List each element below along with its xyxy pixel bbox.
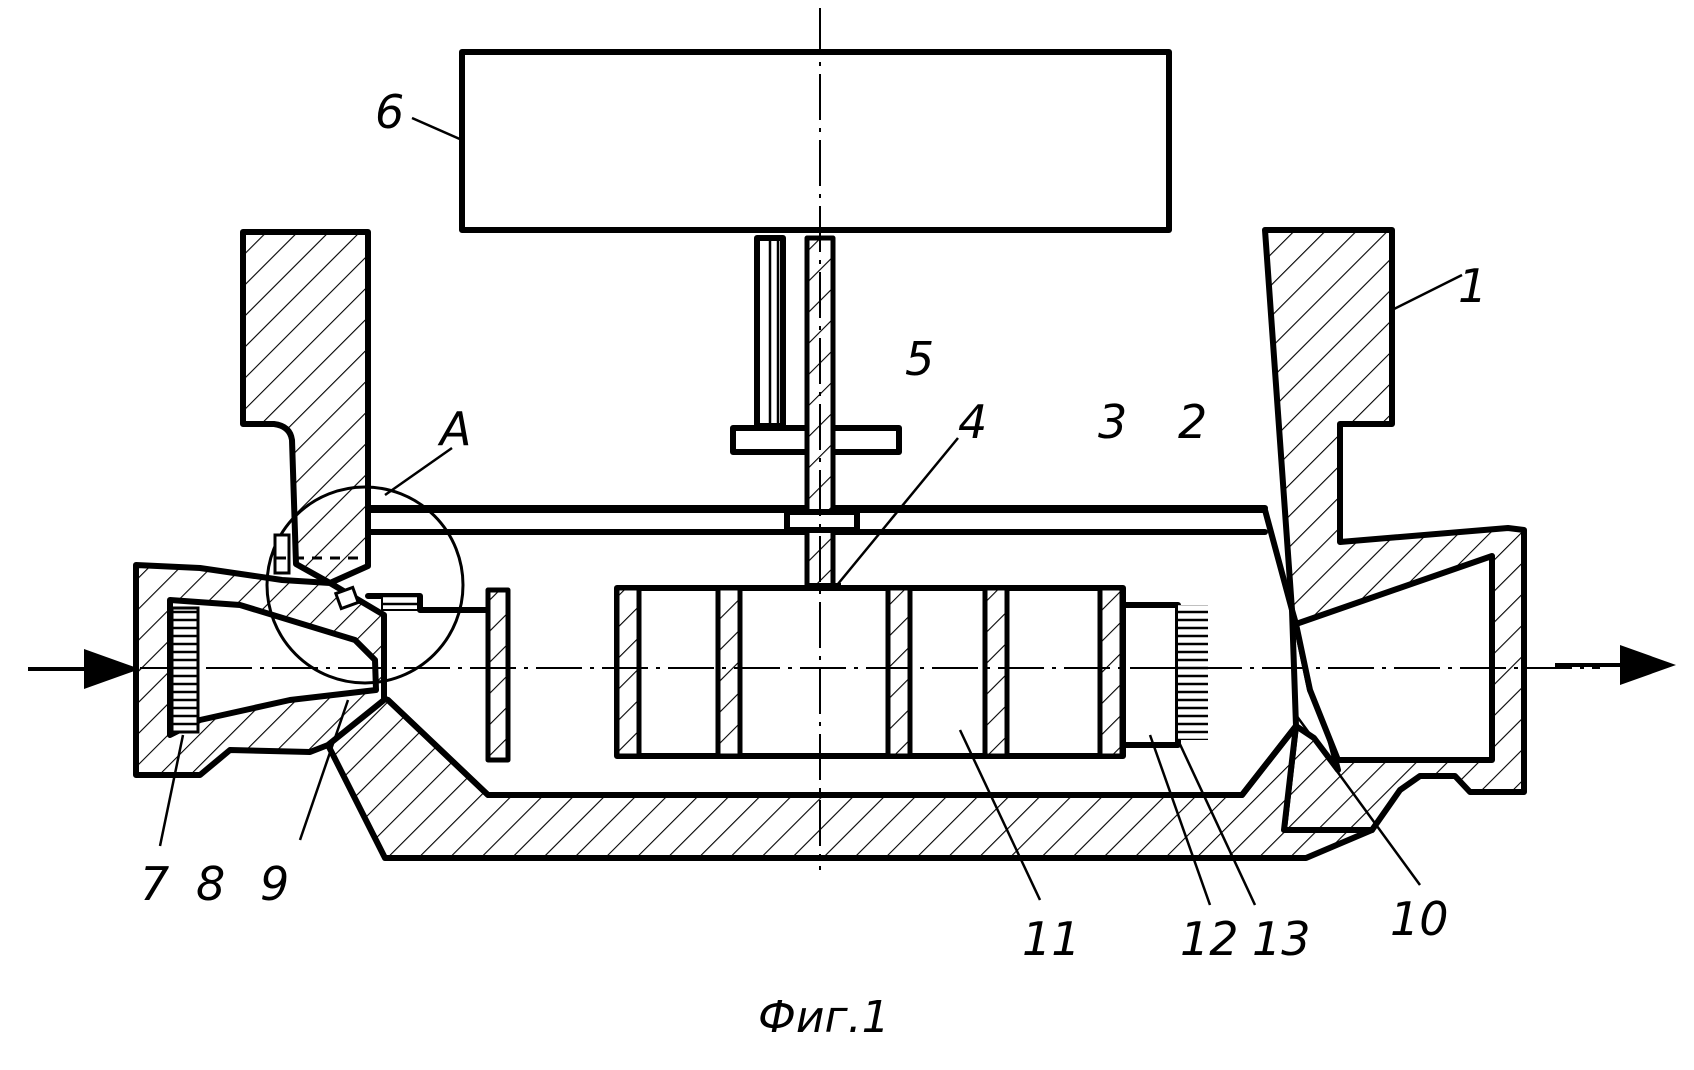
detail-teeth xyxy=(382,596,418,610)
rotor-plate xyxy=(617,588,639,756)
rotor-plate xyxy=(888,588,910,756)
label-8: 8 xyxy=(196,857,225,911)
left-baffle xyxy=(488,590,508,760)
rotor-plate xyxy=(1100,588,1122,756)
label-9: 9 xyxy=(260,857,289,911)
shaft-support xyxy=(787,512,857,530)
part-3-rotor-frame xyxy=(617,588,1123,756)
leader-1 xyxy=(1392,275,1462,310)
figure-caption: Фиг.1 xyxy=(758,992,890,1043)
label-10: 10 xyxy=(1390,892,1449,946)
label-4: 4 xyxy=(958,395,987,449)
rotor-plate xyxy=(718,588,740,756)
part-12-cap xyxy=(1123,605,1178,745)
label-1: 1 xyxy=(1458,259,1487,313)
housing-left-upper-wall xyxy=(243,232,368,583)
label-11: 11 xyxy=(1022,912,1081,966)
label-7: 7 xyxy=(140,857,169,911)
label-5: 5 xyxy=(905,332,934,386)
rotor-plate xyxy=(985,588,1007,756)
leader-6 xyxy=(412,118,462,140)
label-detail-a: A xyxy=(437,402,471,456)
label-6: 6 xyxy=(375,85,404,139)
label-12: 12 xyxy=(1180,912,1239,966)
part-13-mesh xyxy=(1178,605,1208,740)
label-2: 2 xyxy=(1178,395,1207,449)
detail-small-box xyxy=(275,535,289,573)
part-7-inlet-mesh xyxy=(172,608,198,732)
label-13: 13 xyxy=(1252,912,1311,966)
part-6-top-box xyxy=(462,52,1169,230)
label-3: 3 xyxy=(1098,395,1127,449)
